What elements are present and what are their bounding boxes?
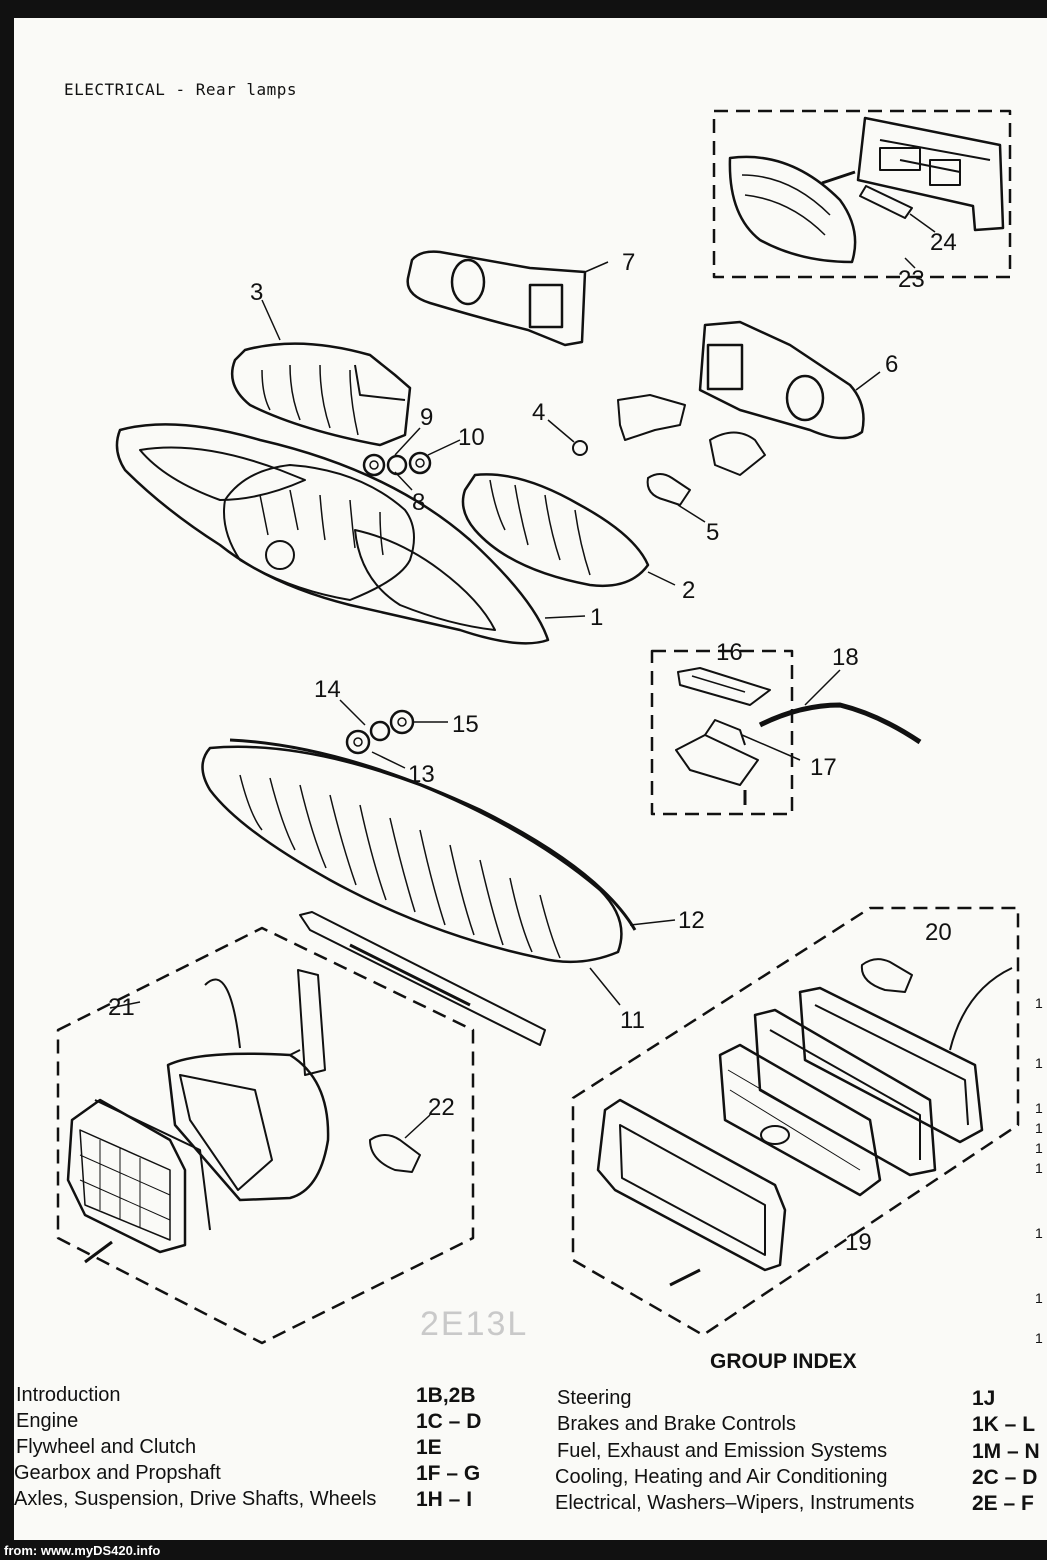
margin-mark: 1 — [1035, 1225, 1043, 1241]
part-5-bulb — [646, 473, 691, 506]
margin-mark: 1 — [1035, 1120, 1043, 1136]
part-4-holder — [617, 394, 686, 441]
group-index-label[interactable]: Fuel, Exhaust and Emission Systems — [557, 1440, 888, 1462]
group-index-label[interactable]: Steering — [557, 1387, 632, 1409]
group-box-23 — [712, 109, 1012, 279]
scan-border-left — [0, 0, 14, 1560]
part-11-seal — [299, 911, 546, 1046]
group-index-label[interactable]: Cooling, Heating and Air Conditioning — [555, 1466, 888, 1488]
callout-14: 14 — [314, 676, 341, 703]
part-8-washer — [362, 453, 386, 477]
callout-21: 21 — [108, 994, 135, 1021]
group-index-code[interactable]: 1F – G — [416, 1462, 481, 1485]
callout-11: 11 — [620, 1007, 645, 1034]
margin-mark: 1 — [1035, 1330, 1043, 1346]
part-23-lens — [728, 155, 857, 264]
part-5-socket — [709, 431, 766, 476]
scan-border-bottom — [0, 1540, 1047, 1560]
group-index-code[interactable]: 1M – N — [972, 1440, 1040, 1463]
part-19-bezel — [596, 1098, 787, 1272]
callout-9: 9 — [420, 404, 433, 431]
part-19-gasket — [753, 1008, 937, 1177]
catalogue-page — [14, 18, 1047, 1540]
part-16-gasket — [677, 667, 771, 706]
source-url: from: www.myDS420.info — [4, 1543, 161, 1558]
group-index-label[interactable]: Gearbox and Propshaft — [14, 1462, 221, 1484]
group-index-code[interactable]: 1H – I — [416, 1488, 473, 1511]
part-2-lens — [461, 473, 650, 587]
group-box-19 — [571, 906, 1020, 1337]
part-18-cable — [758, 702, 922, 745]
group-index-code[interactable]: 1J — [972, 1387, 996, 1410]
callout-22: 22 — [428, 1094, 455, 1121]
callout-15: 15 — [452, 711, 479, 738]
margin-mark: 1 — [1035, 1290, 1043, 1306]
callout-2: 2 — [682, 577, 695, 604]
margin-mark: 1 — [1035, 1140, 1043, 1156]
part-3-lens — [230, 342, 412, 447]
group-index-label[interactable]: Axles, Suspension, Drive Shafts, Wheels — [14, 1488, 377, 1510]
page-heading: ELECTRICAL - Rear lamps — [64, 80, 298, 99]
part-21-body — [166, 1052, 330, 1202]
part-19-base — [798, 986, 984, 1144]
group-index-label[interactable]: Engine — [16, 1410, 79, 1432]
group-index-code[interactable]: 1E — [416, 1436, 442, 1459]
callout-10: 10 — [458, 424, 485, 451]
callout-5: 5 — [706, 519, 719, 546]
margin-mark: 1 — [1035, 995, 1043, 1011]
callout-4: 4 — [532, 399, 545, 426]
scan-border-top — [0, 0, 1047, 18]
callout-24: 24 — [930, 229, 957, 256]
group-index-label[interactable]: Introduction — [16, 1384, 121, 1406]
margin-mark: 1 — [1035, 1100, 1043, 1116]
callout-3: 3 — [250, 279, 263, 306]
group-box-21 — [56, 926, 475, 1345]
group-index-title: GROUP INDEX — [710, 1350, 857, 1373]
group-index-label[interactable]: Flywheel and Clutch — [16, 1436, 197, 1458]
callout-18: 18 — [832, 644, 859, 671]
group-index-code[interactable]: 1C – D — [416, 1410, 482, 1433]
part-19-lens — [718, 1043, 882, 1197]
callout-23: 23 — [898, 266, 925, 293]
group-box-16 — [650, 649, 794, 816]
part-23-base — [856, 116, 1005, 232]
part-13-washer — [345, 729, 371, 755]
callout-16: 16 — [716, 639, 743, 666]
callout-13: 13 — [408, 761, 435, 788]
callout-12: 12 — [678, 907, 705, 934]
callout-20: 20 — [925, 919, 952, 946]
part-20-bulb — [860, 958, 913, 993]
callout-8: 8 — [412, 489, 425, 516]
callout-7: 7 — [622, 249, 635, 276]
group-index-code[interactable]: 2C – D — [972, 1466, 1038, 1489]
part-6-bracket — [698, 320, 865, 440]
part-24-bulb — [859, 185, 913, 219]
margin-mark: 1 — [1035, 1160, 1043, 1176]
group-index-code[interactable]: 1K – L — [972, 1413, 1036, 1436]
part-10-nut — [408, 451, 432, 475]
part-14-washer — [369, 720, 391, 742]
group-index-label[interactable]: Brakes and Brake Controls — [557, 1413, 797, 1435]
callout-6: 6 — [885, 351, 898, 378]
part-9-washer — [386, 454, 408, 476]
part-22-bulb — [369, 1134, 421, 1173]
margin-mark: 1 — [1035, 1055, 1043, 1071]
callout-19: 19 — [845, 1229, 872, 1256]
callout-1: 1 — [590, 604, 603, 631]
part-1-housing — [115, 423, 550, 645]
group-index-code[interactable]: 2E – F — [972, 1492, 1034, 1515]
group-index-code[interactable]: 1B,2B — [416, 1384, 476, 1407]
part-7-bracket — [406, 250, 587, 347]
handwritten-note: 2E13L — [420, 1305, 529, 1343]
callout-17: 17 — [810, 754, 837, 781]
group-index-label[interactable]: Electrical, Washers–Wipers, Instruments — [555, 1492, 915, 1514]
part-15-nut — [389, 709, 415, 735]
part-17-lamp — [675, 734, 759, 786]
